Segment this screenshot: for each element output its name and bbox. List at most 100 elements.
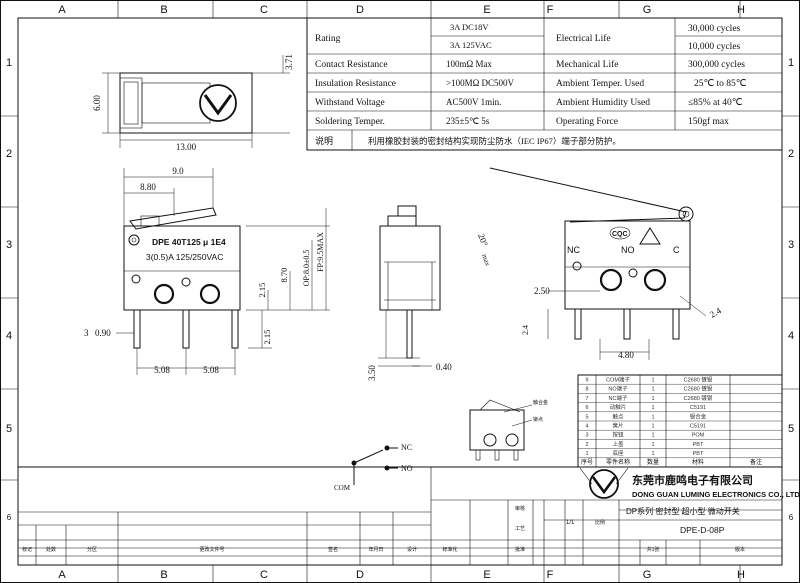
svg-text:共1张: 共1张 [647,546,660,553]
spec-value-ambient-humidity: ≤85% at 40℃ [688,98,743,108]
col-label-f-bottom: F [547,569,554,581]
dim-schematic-2-50: 2.50 [534,286,550,296]
scale-value: 1/1 [566,520,575,526]
bom-header-cell: 数量 [647,458,659,466]
spec-value-electrical-life-2: 10,000 cycles [688,42,741,52]
col-label-d-bottom: D [356,569,364,581]
svg-text:工艺: 工艺 [515,526,525,532]
spec-value-electrical-life-1: 30,000 cycles [688,24,741,34]
title-block-faint-labels: 标记 处数 分区 更改文件号 签名 年月日 设计 标准化 审核 工艺 批准 比例… [22,505,745,553]
spec-note-text: 利用橡胶封装的密封结构实现防尘防水（IEC IP67）端子部分防护。 [368,136,621,146]
company-name-en: DONG GUAN LUMING ELECTRONICS CO., LTD. [632,490,800,499]
dim-top-side: 3.71 [284,54,294,70]
bom-cell: 1 [651,451,654,457]
spec-table: Rating 3A DC18V 3A 125VAC Electrical Lif… [306,17,783,151]
svg-text:批准: 批准 [515,546,525,553]
dim-front-fp: FP:9.5MAX [316,232,325,272]
bom-cell: 4 [585,424,588,430]
spec-label-rating: Rating [315,34,341,44]
bom-cell: 1 [651,405,654,411]
bom-cell: 动触片 [610,403,627,411]
svg-text:版本: 版本 [735,546,745,553]
bom-cell: 簧片 [612,422,623,430]
bom-cell: 1 [651,396,654,402]
bom-cell: 1 [651,442,654,448]
circuit-nc: NC [401,443,412,452]
spec-value-rating-dc: 3A DC18V [450,22,489,32]
bom-cell: C2680 镀银 [684,394,713,402]
spec-label-ambient-temp: Ambient Temper. Used [556,79,644,89]
dim-schematic-phi: 2.4 [708,305,723,320]
col-label-h-bottom: H [737,569,745,581]
front-label-line2: 3(0.5)A 125/250VAC [146,252,223,262]
dim-front-8-70: 8.70 [279,268,289,283]
detail-callout-2: 铆点 [533,416,543,423]
schematic-view: CQC NC NO C 2.50 2.4 2.4 4.80 [489,167,723,360]
bom-cell: 触点 [612,412,624,420]
bom-cell: PBT [693,451,704,457]
side-view: 3.50 0.40 20° max [367,205,492,381]
spec-label-insulation: Insulation Resistance [315,79,396,89]
bom-cell: NO端子 [608,385,628,393]
company-logo-icon [589,469,619,499]
row-label-2: 2 [6,148,12,160]
dim-schematic-4-80: 4.80 [618,350,634,360]
bom-cell: C5191 [690,424,706,430]
col-label-d: D [356,4,364,16]
svg-text:设计: 设计 [407,546,417,553]
row-label-4: 4 [6,330,12,342]
circuit-no: NO [401,464,413,473]
dim-side-0-40: 0.40 [436,362,452,372]
spec-value-operating-force: 150gf max [688,116,729,127]
bom-cell: 按钮 [612,431,624,439]
row-label-5-right: 5 [788,423,794,435]
svg-text:审核: 审核 [515,505,525,512]
spec-value-rating-ac: 3A 125VAC [450,40,492,50]
bom-cell: 2 [585,442,588,448]
front-label-line1: DPE 40T125 μ 1E4 [152,237,226,247]
bom-cell: 1 [651,433,654,439]
svg-text:标记: 标记 [22,546,32,553]
bom-cell: 1 [651,387,654,393]
col-label-b-bottom: B [160,569,167,581]
schematic-nc: NC [567,245,580,255]
dim-side-3-50: 3.50 [367,365,377,381]
dim-side-angle: 20° [476,232,490,248]
bom-header-cell: 备注 [750,458,762,466]
svg-text:年月日: 年月日 [368,546,383,553]
bom-cell: 1 [585,451,588,457]
svg-text:签名: 签名 [328,546,338,553]
title-block: 东莞市鹿鸣电子有限公司 DONG GUAN LUMING ELECTRONICS… [18,466,800,565]
spec-value-soldering: 235±5℃ 5s [446,116,490,126]
logo-icon [199,84,237,122]
spec-note-label: 说明 [315,135,333,146]
bom-cell: 1 [651,414,654,420]
col-label-c: C [260,4,268,16]
dim-front-top1: 9.0 [172,166,184,176]
col-label-e-bottom: E [483,569,490,581]
spec-value-insulation: >100MΩ DC500V [446,78,515,88]
bom-cell: 1 [651,424,654,430]
spec-label-ambient-humidity: Ambient Humidity Used [556,98,650,108]
row-label-1-right: 1 [788,57,794,69]
bom-cell: COM端子 [606,376,630,384]
dim-side-max: max [480,253,492,268]
cqc-mark: CQC [612,231,628,238]
bom-cell: NC端子 [609,394,628,402]
front-view: DPE 40T125 μ 1E4 3(0.5)A 125/250VAC 9.0 … [84,166,330,375]
svg-text:分区: 分区 [87,546,97,553]
dim-top-width: 13.00 [176,142,197,152]
col-label-f: F [547,4,554,16]
row-label-3: 3 [6,239,12,251]
spec-label-withstand: Withstand Voltage [315,98,385,108]
row-markers: 1 2 3 4 5 6 1 2 3 4 5 6 [0,57,800,522]
svg-text:标准化: 标准化 [442,546,457,553]
spec-label-contact-resistance: Contact Resistance [315,60,388,70]
bom-cell: 底座 [612,449,624,457]
bom-cell: 7 [585,396,588,402]
spec-label-electrical-life: Electrical Life [556,33,611,44]
spec-value-mechanical-life: 300,000 cycles [688,60,745,70]
row-label-1: 1 [6,57,12,69]
